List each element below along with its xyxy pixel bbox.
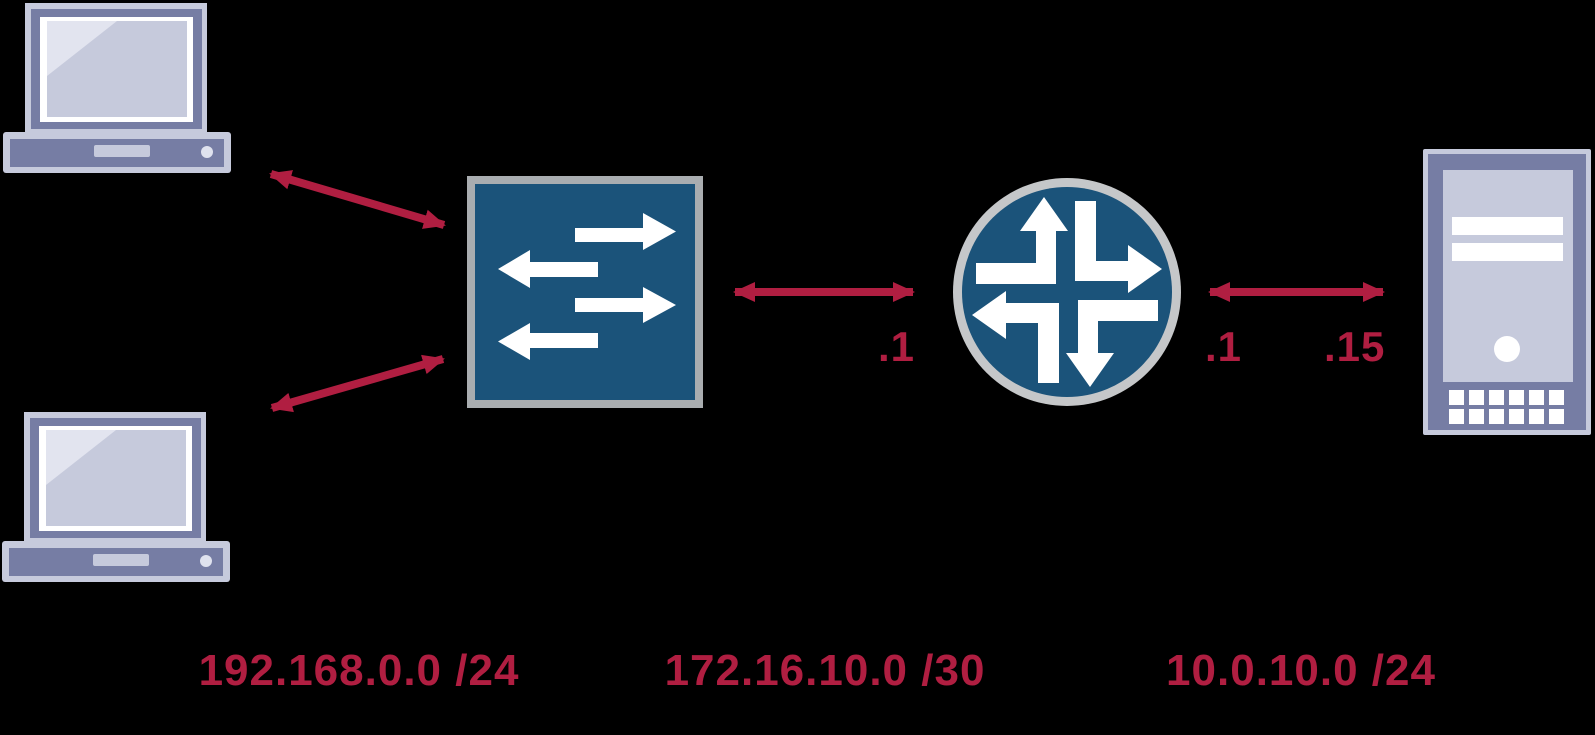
- laptop-bottom: [2, 412, 230, 582]
- laptop-top: [3, 3, 231, 173]
- interface-label-router-right: .1: [1205, 323, 1243, 370]
- subnet-label-router-server: 10.0.10.0 /24: [1166, 646, 1436, 695]
- interface-label-router-left: .1: [878, 323, 916, 370]
- interface-label-server: .15: [1324, 323, 1386, 370]
- laptop-icon: [2, 412, 230, 582]
- laptop-icon: [3, 3, 231, 173]
- switch: [467, 176, 703, 408]
- link-laptop-bottom-switch: [270, 354, 445, 413]
- subnet-label-switch-router: 172.16.10.0 /30: [664, 646, 986, 695]
- server-icon: [1423, 149, 1591, 435]
- router: [952, 177, 1182, 407]
- subnet-label-lan: 192.168.0.0 /24: [198, 646, 520, 695]
- router-icon: [953, 178, 1181, 406]
- link-laptop-top-switch: [269, 170, 446, 229]
- server: [1423, 149, 1591, 435]
- switch-icon: [467, 176, 703, 408]
